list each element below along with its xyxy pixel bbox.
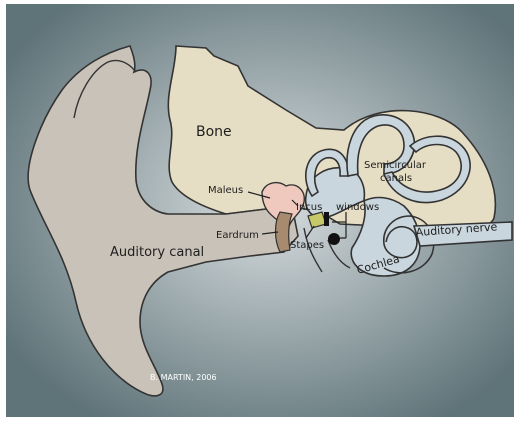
label-stapes: Stapes <box>290 240 324 251</box>
label-maleus: Maleus <box>208 185 243 196</box>
label-semicircular-1: Semicircular <box>364 160 427 171</box>
round-window <box>328 233 340 245</box>
label-windows: windows <box>336 202 379 213</box>
label-semicircular-2: canals <box>380 173 412 184</box>
artist-credit: B. MARTIN, 2006 <box>150 373 217 382</box>
label-incus: Incus <box>296 202 322 213</box>
label-eardrum: Eardrum <box>216 230 259 241</box>
label-bone: Bone <box>196 124 232 140</box>
stapes-footplate <box>324 212 329 226</box>
label-auditory-canal: Auditory canal <box>110 245 204 260</box>
